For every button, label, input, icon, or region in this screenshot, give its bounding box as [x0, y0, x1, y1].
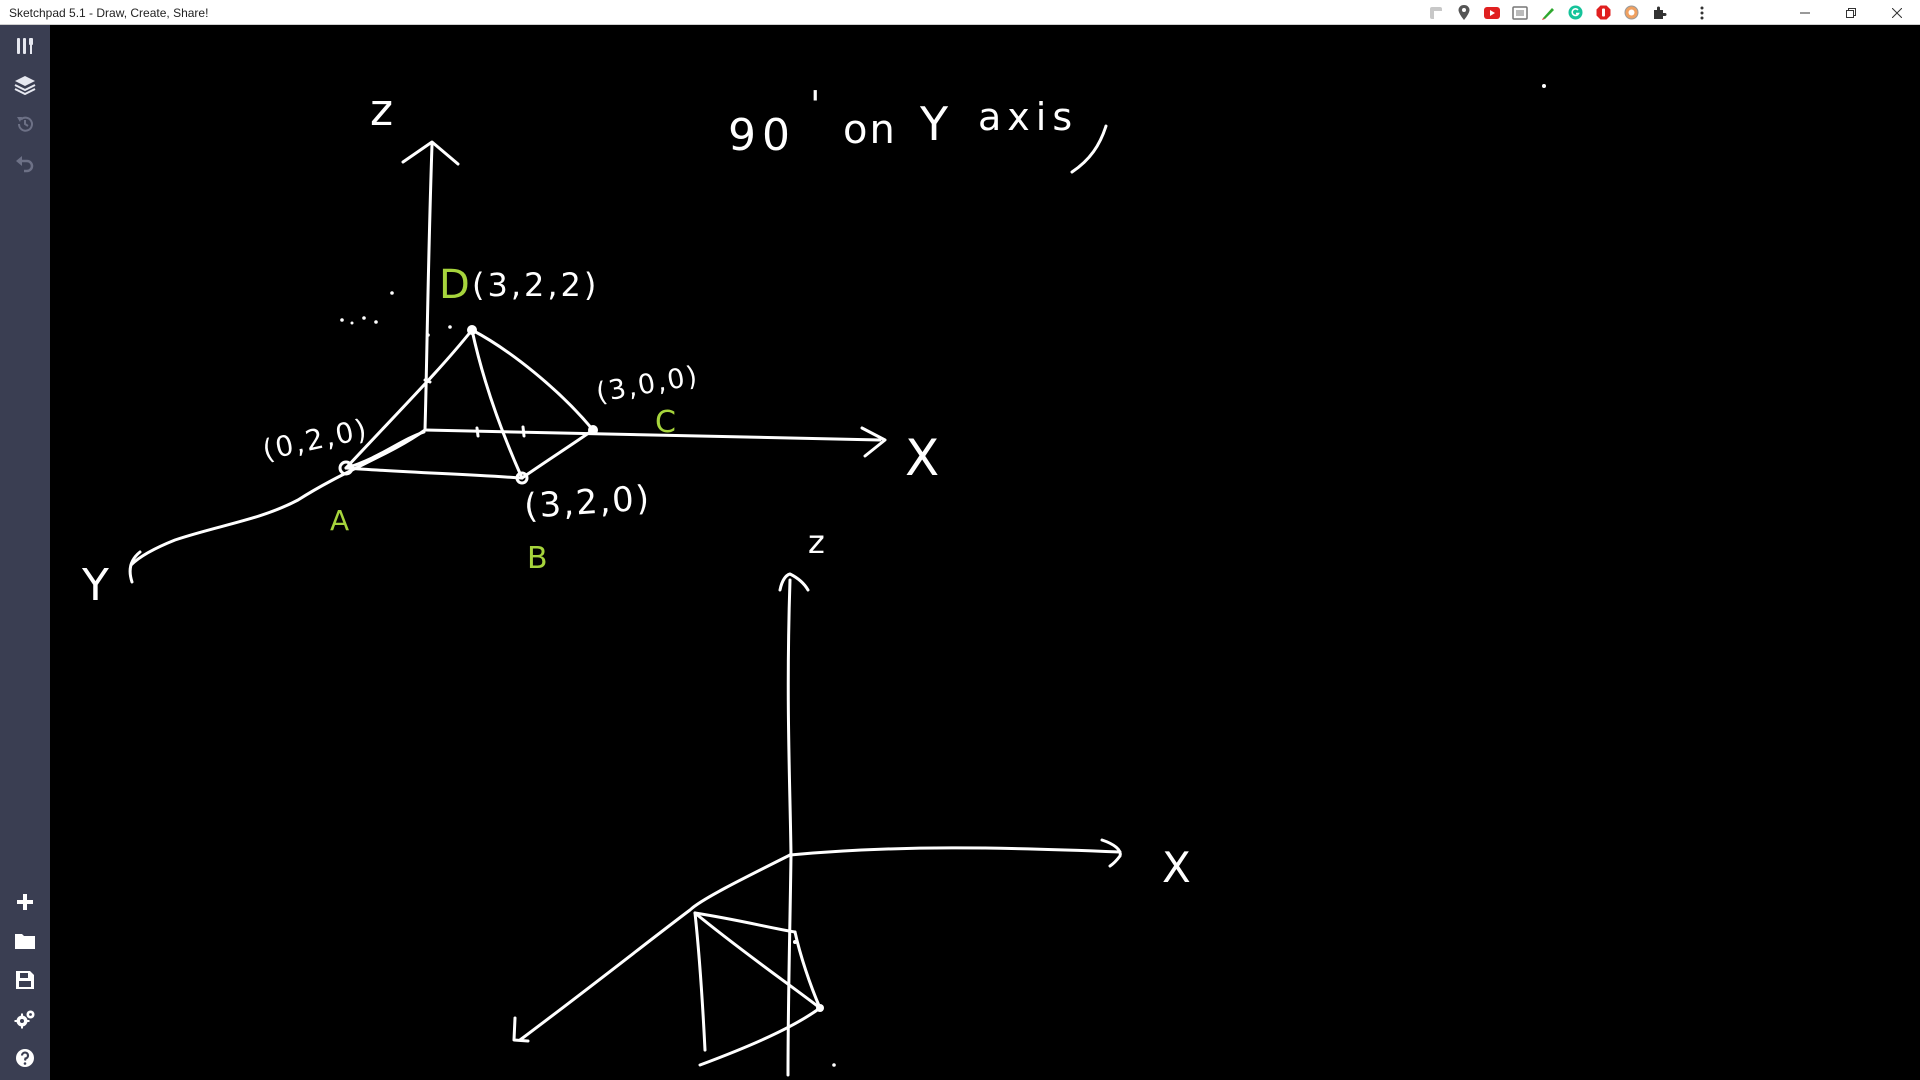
point-b-letter: B: [527, 541, 548, 576]
point-a-letter: A: [330, 504, 349, 537]
z-axis-label-bottom: z: [808, 523, 825, 561]
tab-icon[interactable]: [1427, 4, 1444, 21]
minimize-icon[interactable]: [1782, 0, 1828, 25]
undo-icon[interactable]: [10, 148, 40, 178]
top-axes: [128, 140, 887, 584]
window-title: Sketchpad 5.1 - Draw, Create, Share!: [9, 6, 209, 20]
heading-degree-mark: ': [810, 83, 820, 127]
youtube-icon[interactable]: [1483, 4, 1500, 21]
extension-circle-icon[interactable]: [1623, 4, 1640, 21]
puzzle-icon[interactable]: [1651, 4, 1668, 21]
adblock-icon[interactable]: [1595, 4, 1612, 21]
y-axis-label-top: Y: [81, 560, 109, 611]
window-controls: [1782, 0, 1920, 25]
drawing-canvas[interactable]: z X Y D (3,2,2) (3,0,0) C (0,2,0) A (3,2…: [50, 25, 1920, 1080]
pyramid-edges: [344, 328, 595, 480]
grammarly-icon[interactable]: [1567, 4, 1584, 21]
tool-sidebar: [0, 25, 50, 1080]
screenshot-icon[interactable]: [1511, 4, 1528, 21]
heading-number: 90: [728, 110, 796, 161]
add-icon[interactable]: [10, 887, 40, 917]
settings-icon[interactable]: [10, 1004, 40, 1034]
extension-toolbar: [1427, 4, 1710, 21]
pin-icon[interactable]: [1455, 4, 1472, 21]
point-b-coords: (3,2,0): [523, 478, 653, 527]
heading-y: Y: [919, 97, 949, 151]
bottom-shape: [693, 911, 824, 1067]
x-axis-label-top: X: [905, 429, 939, 487]
pen-extension-icon[interactable]: [1539, 4, 1556, 21]
help-icon[interactable]: [10, 1043, 40, 1073]
history-icon[interactable]: [10, 109, 40, 139]
point-c-coords: (3,0,0): [594, 360, 702, 409]
pyramid-points: [338, 84, 1546, 1067]
rotation-heading: 90 ' on Y axis: [728, 83, 1078, 161]
title-bar: Sketchpad 5.1 - Draw, Create, Share!: [0, 0, 1920, 25]
x-axis-label-bottom: X: [1162, 843, 1191, 892]
open-folder-icon[interactable]: [10, 926, 40, 956]
kebab-menu-icon[interactable]: [1693, 4, 1710, 21]
point-c-letter: C: [655, 405, 676, 440]
heading-axis: axis: [978, 95, 1078, 139]
bottom-axes: [512, 572, 1122, 1077]
restore-icon[interactable]: [1828, 0, 1874, 25]
layers-icon[interactable]: [10, 70, 40, 100]
brush-tools-icon[interactable]: [10, 31, 40, 61]
heading-on: on: [843, 107, 897, 153]
z-axis-label-top: z: [370, 85, 393, 136]
point-d-letter: D: [439, 262, 470, 308]
point-d-coords: (3,2,2): [472, 266, 599, 304]
save-icon[interactable]: [10, 965, 40, 995]
close-icon[interactable]: [1874, 0, 1920, 25]
